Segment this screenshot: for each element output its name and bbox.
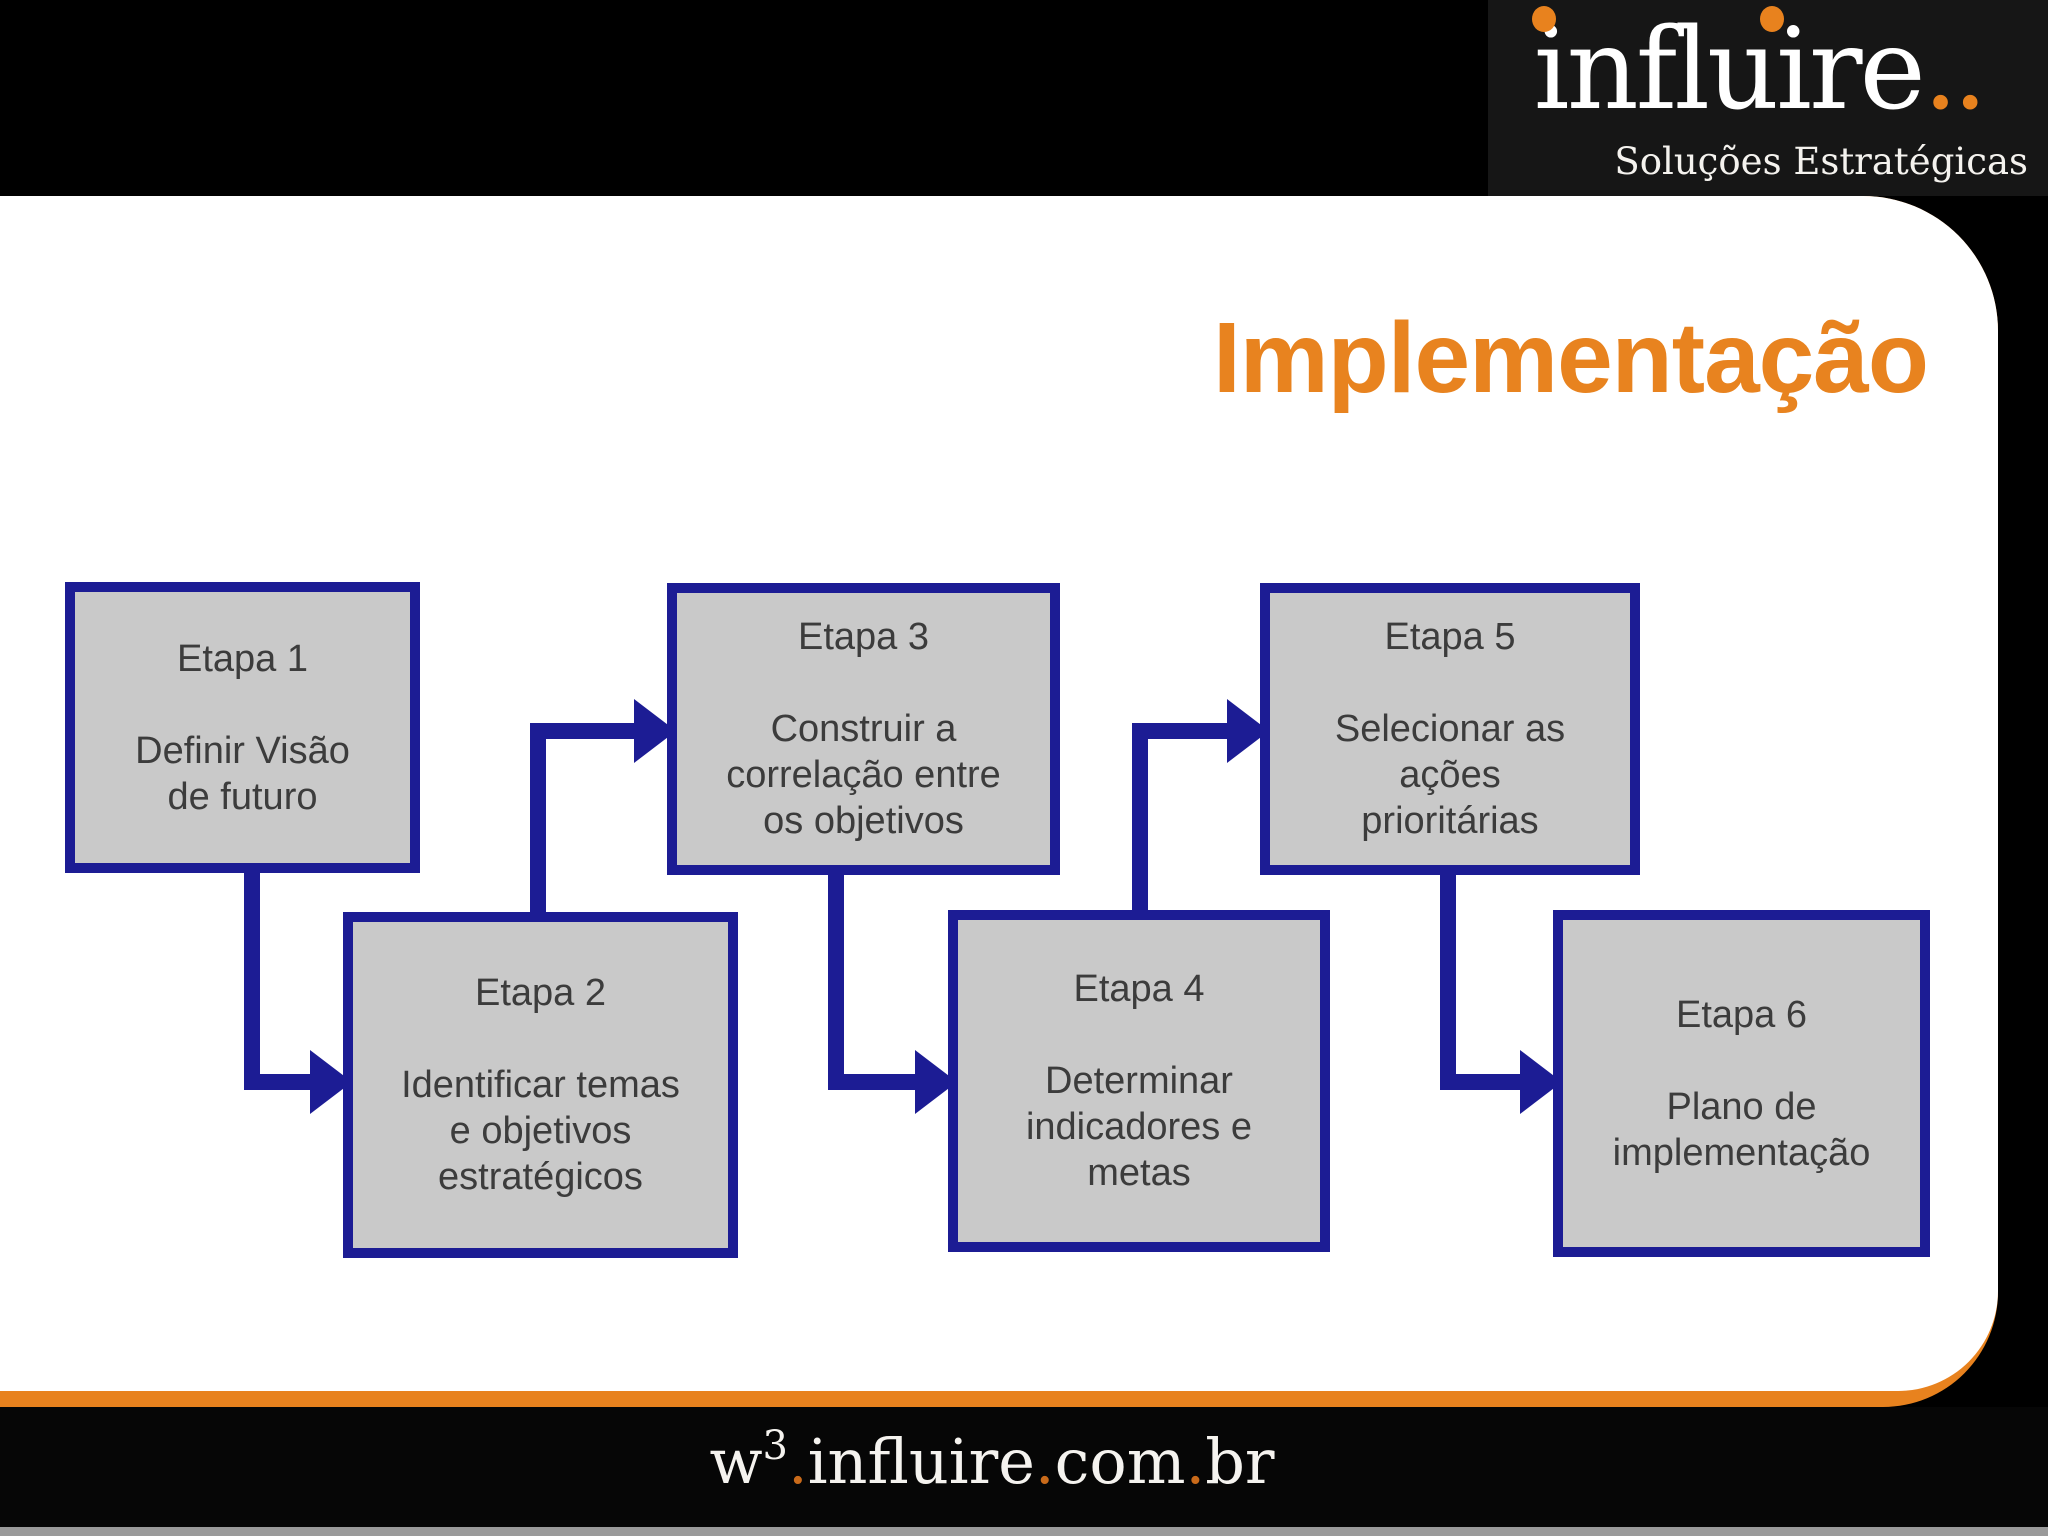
step-desc-line: os objetivos bbox=[763, 800, 964, 842]
url-dot: . bbox=[1185, 1425, 1206, 1498]
step-box-etapa-4: Etapa 4 Determinar indicadores e metas bbox=[948, 910, 1330, 1252]
step-desc-line: de futuro bbox=[167, 775, 318, 818]
logo-tagline: Soluções Estratégicas bbox=[1614, 140, 2028, 183]
logo-trailing-dots: .. bbox=[1922, 5, 1988, 135]
step-desc-line: indicadores e bbox=[1025, 1106, 1253, 1148]
step-desc-line: e objetivos bbox=[449, 1110, 632, 1152]
influire-logo: influire.. bbox=[1531, 6, 1988, 126]
step-description: Identificar temas e objetivos estratégic… bbox=[401, 1062, 680, 1200]
top-bar: influire.. Soluções Estratégicas bbox=[0, 0, 2048, 196]
url-dot: . bbox=[1034, 1425, 1055, 1498]
page-title: Implementação bbox=[1212, 302, 1929, 414]
url-segment: w bbox=[709, 1425, 763, 1498]
footer-bar: w3.influire.com.br bbox=[0, 1407, 2048, 1536]
footer-url: w3.influire.com.br bbox=[0, 1423, 1984, 1498]
step-description: Construir a correlação entre os objetivo… bbox=[726, 706, 1001, 844]
step-box-etapa-2: Etapa 2 Identificar temas e objetivos es… bbox=[343, 912, 738, 1258]
bottom-edge-strip bbox=[0, 1527, 2048, 1536]
step-desc-line: implementação bbox=[1612, 1131, 1871, 1174]
step-desc-line: prioritárias bbox=[1361, 800, 1539, 842]
url-dot: . bbox=[788, 1425, 808, 1498]
logo-i-dot-icon bbox=[1531, 6, 1556, 32]
logo-block: influire.. Soluções Estratégicas bbox=[1488, 0, 2048, 196]
step-desc-line: Plano de bbox=[1666, 1085, 1817, 1128]
step-title: Etapa 1 bbox=[177, 637, 308, 680]
url-segment: influire bbox=[807, 1425, 1035, 1498]
url-segment: br bbox=[1205, 1425, 1275, 1498]
step-desc-line: estratégicos bbox=[438, 1156, 643, 1198]
step-title: Etapa 2 bbox=[475, 972, 606, 1014]
step-description: Selecionar as ações prioritárias bbox=[1335, 706, 1565, 844]
step-desc-line: Construir a bbox=[770, 708, 957, 750]
step-box-etapa-5: Etapa 5 Selecionar as ações prioritárias bbox=[1260, 583, 1640, 875]
step-title: Etapa 6 bbox=[1676, 993, 1807, 1036]
step-description: Definir Visão de futuro bbox=[135, 728, 350, 820]
url-superscript-3: 3 bbox=[762, 1423, 788, 1469]
step-desc-line: Definir Visão bbox=[135, 729, 350, 772]
logo-i-dot-icon bbox=[1759, 6, 1784, 32]
step-desc-line: metas bbox=[1087, 1152, 1191, 1194]
step-box-etapa-1: Etapa 1 Definir Visão de futuro bbox=[65, 582, 420, 873]
step-description: Plano de implementação bbox=[1613, 1084, 1871, 1176]
step-title: Etapa 4 bbox=[1073, 968, 1205, 1010]
step-description: Determinar indicadores e metas bbox=[1026, 1058, 1252, 1196]
step-desc-line: correlação entre bbox=[726, 754, 1001, 796]
step-box-etapa-3: Etapa 3 Construir a correlação entre os … bbox=[667, 583, 1060, 875]
step-desc-line: ações bbox=[1399, 754, 1501, 796]
step-title: Etapa 5 bbox=[1384, 616, 1516, 658]
logo-text: influire bbox=[1533, 5, 1926, 135]
step-desc-line: Determinar bbox=[1045, 1060, 1233, 1102]
url-segment: com bbox=[1054, 1425, 1186, 1498]
step-desc-line: Selecionar as bbox=[1334, 708, 1566, 750]
step-desc-line: Identificar temas bbox=[401, 1064, 680, 1106]
step-box-etapa-6: Etapa 6 Plano de implementação bbox=[1553, 910, 1930, 1257]
step-title: Etapa 3 bbox=[798, 616, 929, 658]
